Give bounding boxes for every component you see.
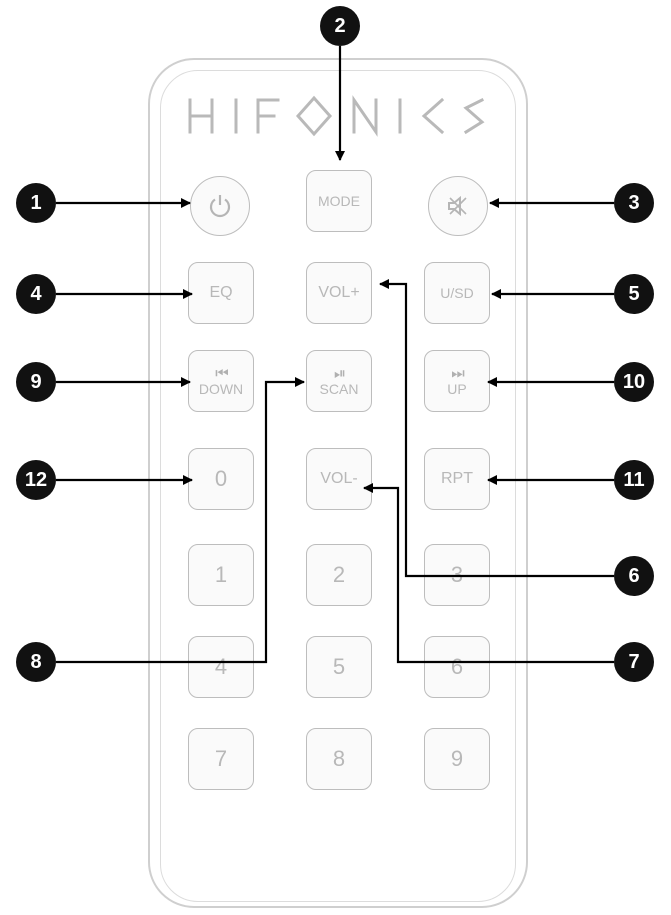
vol-up-button-label: VOL+ [318, 284, 360, 301]
callout-5: 5 [614, 274, 654, 314]
number-8-label: 8 [332, 746, 346, 771]
callout-11: 11 [614, 460, 654, 500]
number-8-button[interactable]: 8 [306, 728, 372, 790]
leader-line-7 [363, 483, 614, 664]
number-1-label: 1 [214, 562, 228, 587]
skip-forward-icon: ⏭ [451, 365, 464, 382]
repeat-button-label: RPT [441, 470, 473, 487]
repeat-button[interactable]: RPT [424, 448, 490, 510]
down-button[interactable]: ⏮ DOWN [188, 350, 254, 412]
number-5-button[interactable]: 5 [306, 636, 372, 698]
callout-12: 12 [16, 460, 56, 500]
remote-body-inner-outline [160, 70, 516, 902]
scan-button[interactable]: ⏯ SCAN [306, 350, 372, 412]
up-button[interactable]: ⏭ UP [424, 350, 490, 412]
vol-up-button[interactable]: VOL+ [306, 262, 372, 324]
callout-7: 7 [614, 642, 654, 682]
up-button-label: UP [447, 381, 467, 397]
number-4-button[interactable]: 4 [188, 636, 254, 698]
number-3-label: 3 [450, 562, 464, 587]
zero-button-label: 0 [214, 466, 228, 491]
power-icon [209, 195, 231, 218]
skip-back-icon: ⏮ [215, 365, 228, 382]
number-7-button[interactable]: 7 [188, 728, 254, 790]
mute-button[interactable] [428, 176, 488, 236]
callout-2: 2 [320, 6, 360, 46]
usb-sd-button-label: U/SD [440, 285, 474, 301]
remote-body-outline [148, 58, 528, 908]
number-2-label: 2 [332, 562, 346, 587]
vol-down-button-label: VOL- [320, 470, 358, 487]
number-5-label: 5 [332, 654, 346, 679]
callout-1: 1 [16, 183, 56, 223]
number-7-label: 7 [214, 746, 228, 771]
eq-button[interactable]: EQ [188, 262, 254, 324]
callout-9: 9 [16, 362, 56, 402]
usb-sd-button[interactable]: U/SD [424, 262, 490, 324]
mode-button-label: MODE [318, 193, 360, 209]
scan-button-label: SCAN [319, 381, 359, 397]
callout-4: 4 [16, 274, 56, 314]
leader-line-8 [56, 377, 305, 664]
number-1-button[interactable]: 1 [188, 544, 254, 606]
callout-3: 3 [614, 183, 654, 223]
callout-6: 6 [614, 556, 654, 596]
leader-line-6 [379, 279, 614, 578]
play-pause-icon: ⏯ [333, 365, 346, 382]
eq-button-label: EQ [209, 284, 233, 301]
callout-8: 8 [16, 642, 56, 682]
zero-button[interactable]: 0 [188, 448, 254, 510]
speaker-mute-icon [448, 195, 467, 217]
number-2-button[interactable]: 2 [306, 544, 372, 606]
down-button-label: DOWN [198, 381, 244, 397]
power-button[interactable] [190, 176, 250, 236]
callout-10: 10 [614, 362, 654, 402]
number-9-button[interactable]: 9 [424, 728, 490, 790]
mode-button[interactable]: MODE [306, 170, 372, 232]
number-9-label: 9 [450, 746, 464, 771]
hifonics-logo [188, 95, 485, 137]
vol-down-button[interactable]: VOL- [306, 448, 372, 510]
